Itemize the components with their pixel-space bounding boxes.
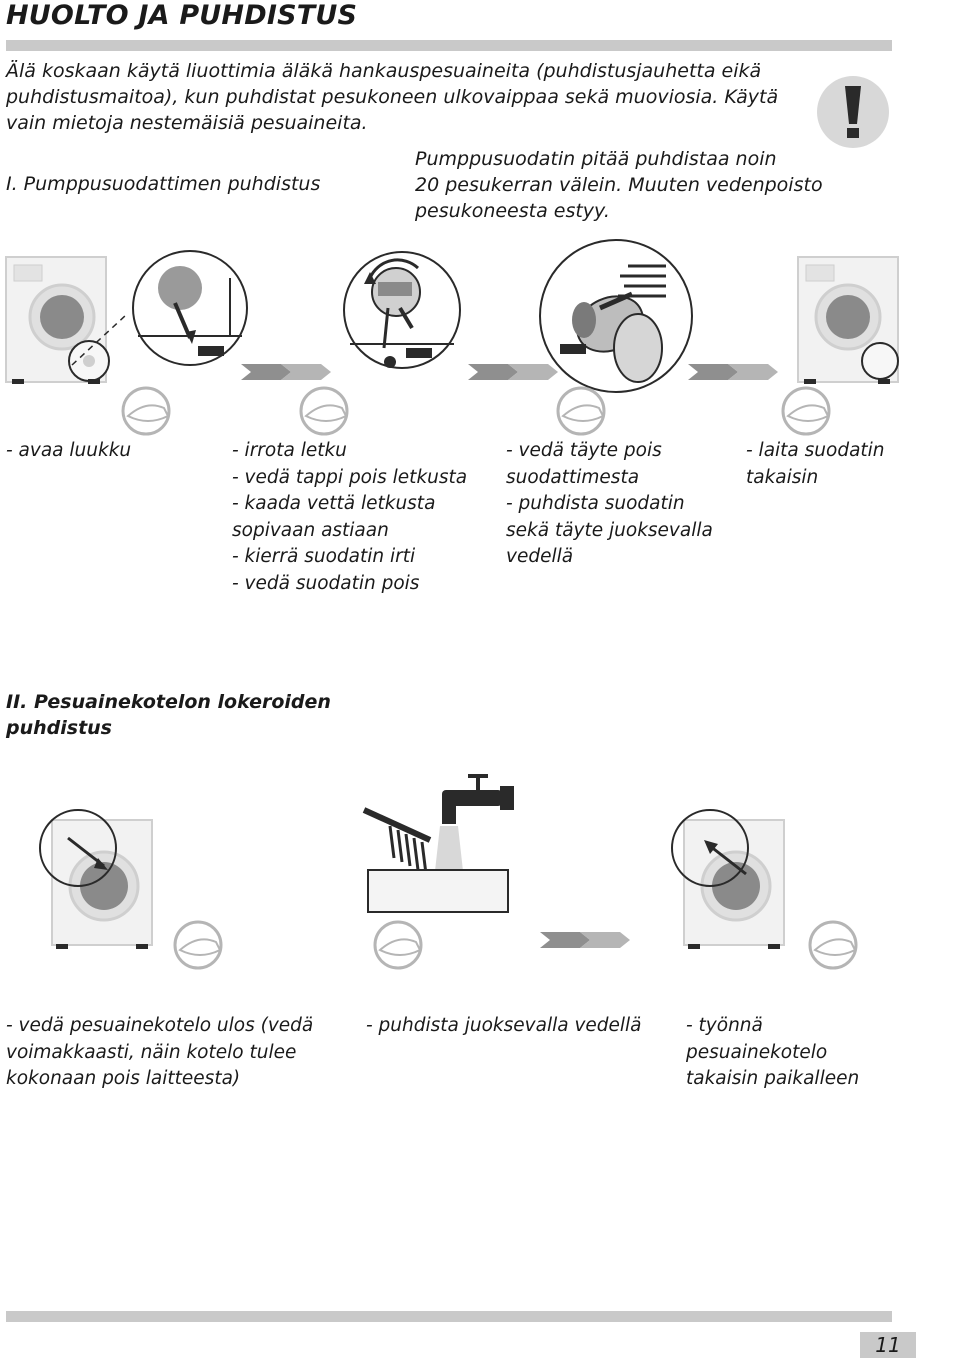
intro-line: Älä koskaan käytä liuottimia äläkä hanka…	[6, 60, 762, 82]
hand-icon	[556, 386, 606, 436]
step-pull-drawer: - vedä pesuainekotelo ulos (vedä voimakk…	[6, 1015, 314, 1089]
exclamation-icon	[817, 76, 889, 148]
hand-icon	[173, 920, 223, 970]
section2-heading-line: II. Pesuainekotelon lokeroiden	[6, 691, 331, 713]
intro-text: Älä koskaan käytä liuottimia äläkä hanka…	[6, 58, 846, 136]
filter-note: Pumppusuodatin pitää puhdistaa noin 20 p…	[415, 146, 885, 224]
step-rinse-drawer: - puhdista juoksevalla vedellä	[366, 1015, 642, 1036]
intro-line: vain mietoja nestemäisiä pesuaineita.	[6, 112, 368, 134]
step-open-door: - avaa luukku	[6, 440, 132, 461]
hand-icon	[121, 386, 171, 436]
section2-heading-line: puhdistus	[6, 717, 112, 739]
washer-open-door-illustration	[5, 256, 127, 384]
tap-brush-illustration	[362, 774, 514, 913]
hose-detail-illustration	[132, 250, 248, 366]
washer-closed-illustration	[797, 256, 899, 384]
page-title: HUOLTO JA PUHDISTUS	[6, 0, 358, 31]
filter-unscrew-illustration	[343, 251, 461, 369]
hand-icon	[781, 386, 831, 436]
intro-line: puhdistusmaitoa), kun puhdistat pesukone…	[6, 86, 779, 108]
step-remove-hose: - irrota letku - vedä tappi pois letkust…	[232, 440, 468, 594]
header-rule	[6, 40, 892, 51]
hand-icon	[299, 386, 349, 436]
note-line: Pumppusuodatin pitää puhdistaa noin	[415, 148, 777, 170]
step-push-drawer: - työnnä pesuainekotelo takaisin paikall…	[686, 1015, 860, 1089]
arrow-right-icon	[540, 932, 630, 948]
arrow-right-icon	[468, 364, 558, 380]
note-line: pesukoneesta estyy.	[415, 200, 610, 222]
hand-icon	[373, 920, 423, 970]
hand-icon	[808, 920, 858, 970]
section2-heading: II. Pesuainekotelon lokeroiden puhdistus	[6, 689, 331, 741]
arrow-right-icon	[688, 364, 778, 380]
drawer-push-illustration	[671, 809, 785, 949]
footer-rule	[6, 1311, 892, 1322]
filter-parts-illustration	[539, 239, 693, 393]
step-clean-filter: - vedä täyte pois suodattimesta - puhdis…	[506, 440, 713, 567]
arrow-right-icon	[241, 364, 331, 380]
note-line: 20 pesukerran välein. Muuten vedenpoisto	[415, 174, 823, 196]
section1-heading: I. Pumppusuodattimen puhdistus	[6, 173, 321, 195]
step-replace-filter: - laita suodatin takaisin	[746, 440, 885, 488]
page-number: 11	[875, 1333, 901, 1357]
drawer-pull-illustration	[39, 809, 153, 949]
page-number-box	[860, 1332, 916, 1358]
